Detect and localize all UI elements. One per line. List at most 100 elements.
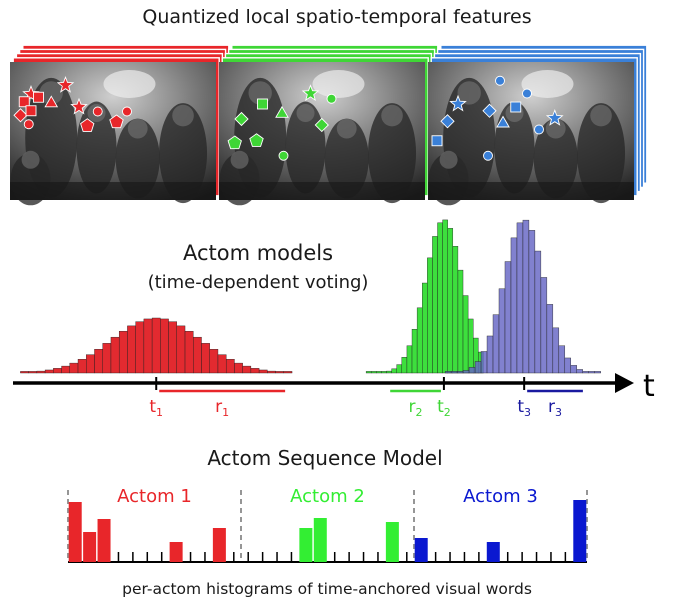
histogram-bar [299, 528, 313, 562]
actom-1-bar [217, 354, 227, 374]
actom-1-bar [94, 349, 103, 374]
actom-2-histogram [365, 219, 484, 374]
section-label: Actom 1 [117, 486, 192, 507]
feature-circle-marker [92, 106, 103, 117]
actom-1-bar [44, 369, 54, 374]
actom-1-bar [201, 343, 210, 374]
actom-2-bar [467, 318, 474, 374]
histogram-bar [313, 518, 327, 562]
frame-scene [10, 70, 216, 206]
actom-3-bar [570, 365, 577, 374]
actom-1-bar [151, 317, 161, 374]
histogram-bar [68, 502, 82, 562]
actom-2-bar [457, 269, 464, 374]
actom-2-bar [391, 368, 397, 374]
actom-3-bar [456, 371, 464, 374]
actom-2-bar [371, 371, 377, 374]
actom-1-bar [53, 368, 62, 374]
actom-3-bar [558, 345, 566, 374]
anchor-label: t3 [517, 397, 531, 419]
actom-3-bar [516, 222, 524, 374]
frame-stack-1 [10, 44, 230, 206]
time-axis: t [13, 369, 655, 404]
sequence-model-title: Actom Sequence Model [207, 446, 442, 470]
feature-square-marker [18, 96, 30, 108]
feature-square-marker [257, 98, 268, 110]
actom-3-bar [588, 371, 595, 374]
actom-models-subtitle: (time-dependent voting) [148, 272, 369, 293]
feature-triangle-marker [44, 95, 59, 108]
feature-circle-marker [534, 124, 544, 135]
actom-models-title: Actom models [183, 241, 333, 265]
actom-1-bar [135, 321, 145, 374]
feature-pentagon-marker [80, 118, 95, 132]
actom-3-bar [576, 369, 583, 374]
actom-3-bar [540, 277, 548, 374]
feature-circle-marker [122, 106, 132, 117]
histogram-bar [486, 542, 500, 562]
actom-1-bar [61, 365, 70, 374]
actom-1-bar [36, 370, 46, 374]
histogram-bar [385, 522, 399, 562]
actom-3-bar [462, 370, 470, 374]
actom-3-bar [480, 351, 488, 374]
feature-square-marker [510, 101, 522, 113]
feature-star-marker [301, 84, 320, 102]
actom-1-bar [20, 371, 29, 374]
feature-markers [431, 75, 564, 161]
actom-2-bar [462, 295, 469, 374]
section-label: Actom 3 [463, 486, 538, 507]
actom-1-histogram [20, 317, 293, 374]
time-axis-arrowhead [615, 373, 634, 393]
anchor-label: t1 [149, 397, 163, 419]
actom-1-bar [168, 321, 178, 374]
actom-1-bar [143, 318, 153, 374]
frame-stack-2 [219, 44, 439, 206]
actom-3-bar [504, 261, 512, 374]
feature-pentagon-marker [109, 114, 124, 129]
feature-triangle-marker [275, 105, 289, 118]
feature-square-marker [431, 135, 443, 147]
anchor-label-subscript: 1 [156, 406, 163, 419]
feature-square-marker [33, 91, 44, 103]
actom-histograms [20, 219, 601, 374]
feature-star-marker [56, 76, 75, 93]
actom-3-histogram [444, 219, 601, 374]
actom-1-bar [242, 365, 252, 374]
actom-1-bar [225, 359, 235, 374]
actom-1-bar [28, 371, 38, 374]
feature-circle-marker [495, 75, 505, 86]
actom-2-bar [416, 307, 423, 374]
feature-circle-marker [23, 119, 34, 130]
actom-1-bar [102, 343, 112, 374]
radius-label-subscript: 2 [416, 406, 423, 419]
histogram-bar [573, 500, 587, 562]
actom-1-bar [275, 371, 285, 374]
feature-diamond-marker [314, 117, 329, 133]
actom-1-bar [127, 325, 136, 374]
feature-circle-marker [483, 150, 493, 161]
actom-2-bar [365, 371, 372, 374]
actom-3-bar [498, 288, 506, 374]
section-label: Actom 2 [290, 486, 365, 507]
histogram-bar [83, 532, 97, 562]
actom-3-bar [468, 367, 476, 374]
actom-1-bar [250, 368, 260, 374]
histogram-bar [169, 542, 183, 562]
feature-circle-marker [326, 93, 337, 104]
actom-1-bar [283, 371, 293, 374]
sequence-model-caption: per-actom histograms of time-anchored vi… [122, 580, 532, 598]
actom-1-bar [209, 349, 219, 374]
feature-markers [227, 84, 337, 161]
actom-2-bar [427, 257, 433, 374]
actom-3-bar [552, 327, 560, 374]
radius-label-subscript: 3 [555, 406, 562, 419]
actom-3-bar [474, 361, 482, 374]
actom-2-bar [447, 228, 454, 374]
feature-diamond-marker [234, 111, 249, 127]
actom-2-bar [401, 357, 408, 374]
actom-2-section: Actom 2 [247, 486, 408, 562]
feature-triangle-marker [496, 115, 510, 128]
radius-label: r2 [409, 397, 423, 419]
